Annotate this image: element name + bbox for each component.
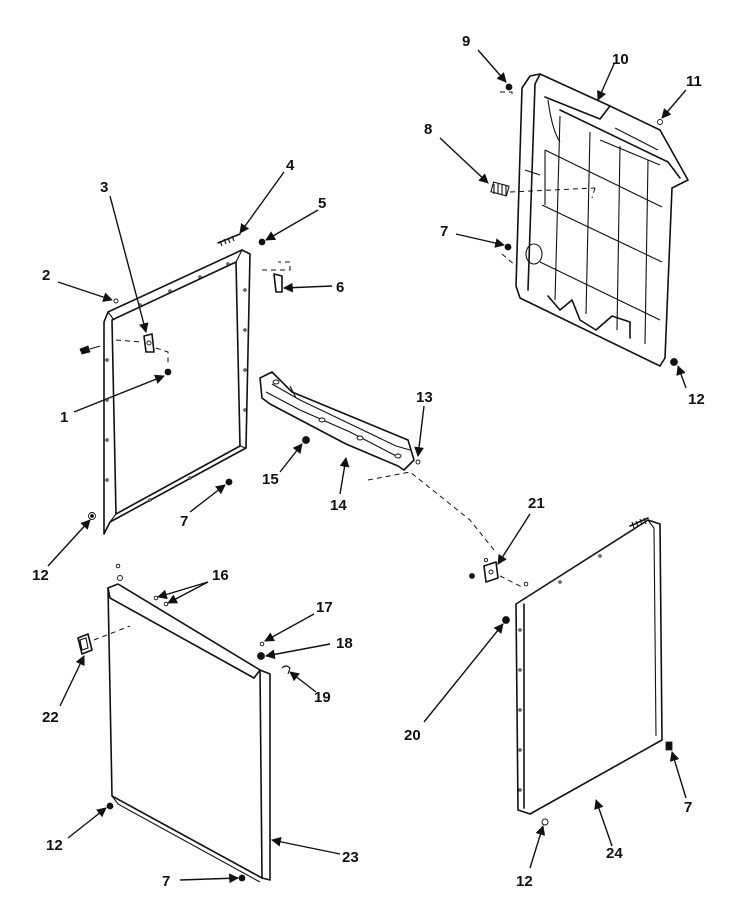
screw-part-top-side: [523, 581, 529, 587]
callout-21: 21: [528, 495, 545, 512]
screw-part-9: [500, 83, 513, 98]
screw-part-11: [657, 119, 663, 125]
callout-12: 12: [32, 567, 49, 584]
screw-part-2: [113, 298, 119, 304]
spring-part-8: [490, 181, 510, 197]
callout-16: 16: [212, 567, 229, 584]
callout-7: 7: [440, 223, 448, 240]
callout-13: 13: [416, 389, 433, 406]
spring-side-panel: [629, 517, 649, 529]
frame-holes: [105, 262, 247, 502]
screw-part-12-front: [106, 802, 114, 810]
clip-part-19: [281, 665, 291, 675]
callout-10: 10: [612, 51, 629, 68]
screw-part-7-upper: [501, 243, 517, 267]
screw-part-5: [258, 238, 266, 246]
callout-14: 14: [330, 497, 347, 514]
holes-part-16: [153, 595, 169, 607]
screw-part-15: [302, 436, 310, 444]
bracket-part-22: [77, 625, 131, 655]
callout-24: 24: [606, 845, 623, 862]
callout-23: 23: [342, 849, 359, 866]
front-frame: [103, 249, 251, 535]
callout-9: 9: [462, 33, 470, 50]
callout-7: 7: [162, 873, 170, 890]
callout-6: 6: [336, 279, 344, 296]
callout-15: 15: [262, 471, 279, 488]
screw-part-7-frame: [225, 478, 233, 486]
bracket-part-6: [262, 261, 291, 293]
callout-labels: 9 10 11 8 7 12 4 3 5 2 6 1 13 15 14 7 12…: [32, 33, 705, 890]
front-panel-part-23: [107, 583, 271, 883]
leader-lines: [47, 49, 687, 884]
screw-part-left-frame: [79, 345, 101, 355]
screw-part-18: [257, 652, 265, 660]
callout-18: 18: [336, 635, 353, 652]
support-bar-part-14: [259, 371, 415, 471]
callout-7: 7: [684, 799, 692, 816]
callout-11: 11: [686, 73, 702, 90]
screw-part-12-upper: [670, 358, 678, 366]
callout-8: 8: [424, 121, 432, 138]
callout-2: 2: [42, 267, 50, 284]
callout-1: 1: [60, 409, 68, 426]
callout-3: 3: [100, 179, 108, 196]
callout-4: 4: [286, 157, 295, 174]
callout-20: 20: [404, 727, 421, 744]
rear-panel-part-10: [515, 73, 689, 367]
callout-19: 19: [314, 689, 331, 706]
callout-5: 5: [318, 195, 326, 212]
screw-part-13: [415, 459, 421, 465]
callout-12: 12: [688, 391, 705, 408]
bracket-part-21: [469, 557, 525, 589]
callout-12: 12: [46, 837, 63, 854]
rod-part-4: [217, 233, 241, 247]
screw-part-17: [259, 641, 265, 647]
callout-17: 17: [316, 599, 333, 616]
side-panel-part-24: [515, 519, 663, 815]
callout-12: 12: [516, 873, 533, 890]
screw-part-top-front: [115, 563, 123, 581]
screw-part-12-side: [541, 818, 549, 826]
callout-22: 22: [42, 709, 59, 726]
screw-part-7-side: [665, 741, 673, 751]
callout-7: 7: [180, 513, 188, 530]
screw-part-20: [502, 616, 510, 624]
screw-part-1: [164, 368, 172, 376]
side-panel-holes: [518, 554, 602, 792]
latch-part-3: [115, 333, 169, 366]
screw-part-7-front: [238, 874, 246, 882]
screw-part-12-frame: [88, 512, 96, 520]
